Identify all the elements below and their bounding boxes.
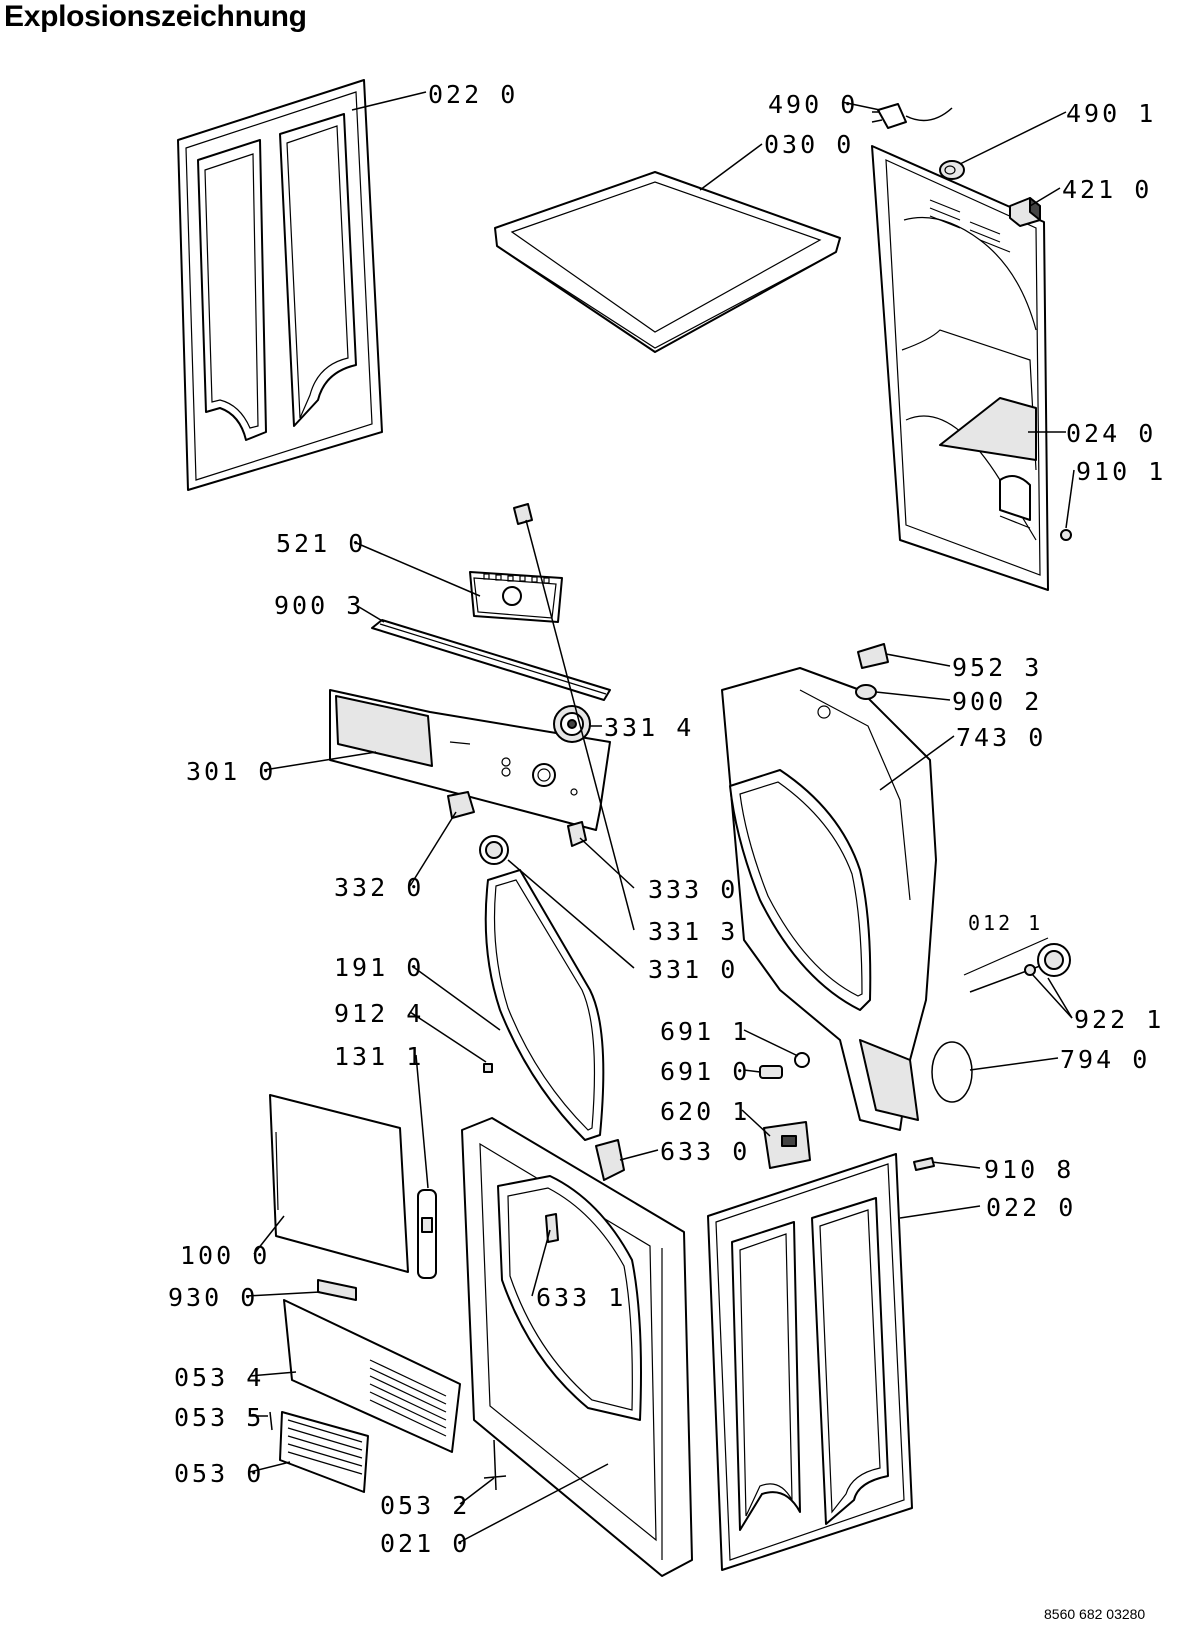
part-label: 131 1 xyxy=(334,1042,424,1071)
part-label: 794 0 xyxy=(1060,1045,1150,1074)
door-panel xyxy=(269,1094,409,1273)
part-label: 030 0 xyxy=(764,130,854,159)
part-label: 331 4 xyxy=(604,713,694,742)
screw-front xyxy=(483,1063,493,1073)
part-label: 900 2 xyxy=(952,687,1042,716)
side-panel-left xyxy=(177,79,383,491)
part-label: 743 0 xyxy=(956,723,1046,752)
support-peg xyxy=(483,1439,507,1491)
part-label: 910 1 xyxy=(1076,457,1166,486)
screw-back xyxy=(1060,529,1072,541)
front-panel xyxy=(461,1117,693,1577)
door-hinge xyxy=(417,1189,437,1279)
part-label: 012 1 xyxy=(968,911,1043,935)
part-label: 332 0 xyxy=(334,873,424,902)
drum-housing xyxy=(721,667,937,1131)
control-panel xyxy=(329,689,611,831)
part-label: 301 0 xyxy=(186,757,276,786)
drum-shaft xyxy=(963,937,1071,993)
part-label: 021 0 xyxy=(380,1529,470,1558)
side-panel-right xyxy=(707,1153,913,1571)
program-knob xyxy=(553,705,591,743)
part-label: 521 0 xyxy=(276,529,366,558)
part-label: 910 8 xyxy=(984,1155,1074,1184)
page-title: Explosionszeichnung xyxy=(4,0,307,33)
seal-ring xyxy=(931,1041,973,1103)
cord-connector xyxy=(939,160,965,180)
part-label: 952 3 xyxy=(952,653,1042,682)
part-label: 691 0 xyxy=(660,1057,750,1086)
leader-lines xyxy=(245,91,1075,1543)
part-label: 333 0 xyxy=(648,875,738,904)
electronic-module xyxy=(469,571,563,623)
door-latch xyxy=(317,1279,357,1301)
control-rail xyxy=(371,619,611,701)
drum-light xyxy=(855,643,889,700)
part-label: 930 0 xyxy=(168,1283,258,1312)
part-label: 331 0 xyxy=(648,955,738,984)
part-label: 421 0 xyxy=(1062,175,1152,204)
small-button-parts xyxy=(447,503,587,865)
part-label: 022 0 xyxy=(986,1193,1076,1222)
interference-filter xyxy=(763,1121,811,1169)
part-label: 633 0 xyxy=(660,1137,750,1166)
filter-grill xyxy=(279,1411,369,1493)
part-label: 053 4 xyxy=(174,1363,264,1392)
part-label: 053 5 xyxy=(174,1403,264,1432)
top-lid xyxy=(494,171,841,353)
part-label: 620 1 xyxy=(660,1097,750,1126)
screw-side xyxy=(913,1157,935,1171)
part-label: 490 1 xyxy=(1066,99,1156,128)
part-label: 024 0 xyxy=(1066,419,1156,448)
nozzle xyxy=(759,1052,810,1079)
pin xyxy=(269,1411,273,1431)
part-label: 053 0 xyxy=(174,1459,264,1488)
part-label: 922 1 xyxy=(1074,1005,1164,1034)
door-gasket xyxy=(484,869,605,1141)
document-number: 8560 682 03280 xyxy=(1044,1606,1146,1622)
part-label: 191 0 xyxy=(334,953,424,982)
back-panel xyxy=(871,145,1049,591)
part-label: 022 0 xyxy=(428,80,518,109)
part-label: 100 0 xyxy=(180,1241,270,1270)
door-switch xyxy=(595,1139,625,1181)
part-label: 331 3 xyxy=(648,917,738,946)
part-label: 900 3 xyxy=(274,591,364,620)
part-label: 490 0 xyxy=(768,90,858,119)
part-label: 691 1 xyxy=(660,1017,750,1046)
kick-panel xyxy=(283,1299,461,1453)
power-cord xyxy=(871,103,953,129)
part-labels: 022 0 490 0 490 1 030 0 421 0 024 0 910 … xyxy=(168,80,1166,1558)
part-label: 912 4 xyxy=(334,999,424,1028)
part-label: 633 1 xyxy=(536,1283,626,1312)
part-label: 053 2 xyxy=(380,1491,470,1520)
